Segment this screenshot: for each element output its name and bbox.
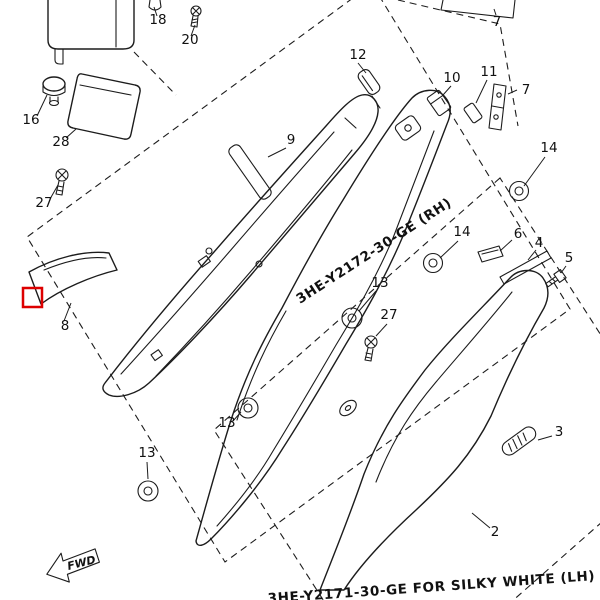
lh-assembly-code: 3HE-Y2171-30-GE FOR SILKY WHITE (LH) [267, 568, 595, 600]
plate-part10 [426, 89, 452, 117]
part-label-7-right: 7 [522, 82, 531, 98]
cover-tab-lower [150, 349, 163, 362]
bracket-part7-right [488, 83, 507, 131]
part-label-5: 5 [565, 250, 574, 266]
emblem-part3 [501, 426, 537, 456]
grommet-part14-a [508, 180, 530, 202]
leader-line [493, 8, 497, 16]
part-label-7-top: 7 [493, 14, 502, 30]
part-label-6: 6 [514, 226, 523, 242]
cover-slot-inner [344, 404, 352, 412]
bracket-part7-top [440, 0, 516, 19]
part-label-14-a: 14 [540, 140, 557, 156]
leader-line [49, 184, 59, 200]
part-labels: 18 20 16 28 27 12 9 10 11 7 7 14 14 6 4 … [22, 12, 573, 540]
leader-line [153, 6, 158, 17]
boundary-connector [133, 51, 177, 96]
leader-line [358, 290, 377, 312]
leader-line [190, 24, 196, 37]
leader-line [560, 265, 567, 274]
cover-tab [197, 255, 211, 268]
middle-side-cover [195, 89, 451, 546]
fwd-arrow-outline [46, 548, 100, 583]
cap-part16 [42, 76, 66, 107]
cover-pin-2 [255, 260, 263, 268]
leader-line [523, 156, 546, 187]
part-label-12: 12 [349, 47, 366, 63]
fwd-arrow: FWD [46, 548, 100, 583]
part-label-3: 3 [555, 424, 564, 440]
part-label-10: 10 [443, 70, 460, 86]
screw-part27-left [55, 168, 69, 196]
leader-line [357, 62, 367, 74]
fwd-label: FWD [66, 553, 97, 573]
leader-line [475, 79, 488, 104]
leader-line [267, 147, 287, 158]
part-label-18: 18 [149, 12, 166, 28]
leader-line [507, 89, 518, 95]
grommet-part13-a [341, 307, 363, 329]
bolt-part5 [545, 269, 567, 288]
part-label-14-b: 14 [453, 224, 470, 240]
part-label-20: 20 [181, 32, 198, 48]
grommet-part13-b [237, 397, 259, 419]
damper-link-line [371, 95, 381, 109]
screw-part20 [190, 5, 202, 28]
lh-side-cover [319, 269, 549, 591]
grommet-part14-b [422, 252, 444, 274]
cover-pin [205, 247, 213, 255]
part-label-13-b: 13 [218, 415, 235, 431]
leader-line [442, 85, 452, 96]
wedge-part8 [28, 251, 118, 305]
screw-part27-mid [364, 335, 378, 362]
leader-line [439, 240, 459, 259]
part-label-9: 9 [287, 132, 296, 148]
part-label-13-c: 13 [138, 445, 155, 461]
cover-slot [339, 399, 357, 417]
part-label-27-left: 27 [35, 195, 52, 211]
part-label-28: 28 [52, 134, 69, 150]
reservoir-tank [47, 0, 135, 65]
leader-line [146, 461, 149, 480]
clip-part6 [477, 245, 504, 263]
part-label-13-a: 13 [371, 275, 388, 291]
latch-knob [394, 115, 422, 141]
part-label-27-mid: 27 [380, 307, 397, 323]
leader-line [499, 239, 513, 252]
grommet-part13-c [137, 480, 159, 502]
part-label-16: 16 [22, 112, 39, 128]
pad-part28 [67, 73, 141, 140]
leader-line [471, 512, 491, 529]
leader-lines [36, 6, 567, 529]
leader-line [36, 94, 48, 117]
leader-line [232, 411, 242, 422]
leader-line [375, 323, 388, 337]
boundary-lh-group [213, 177, 600, 600]
left-side-cover [102, 94, 379, 398]
leader-line [65, 128, 77, 139]
leader-line [63, 302, 72, 322]
leader-line [527, 249, 537, 261]
stay-part9 [228, 144, 272, 200]
boundary-rh-group [26, 0, 571, 563]
stay-part4 [499, 250, 552, 285]
highlight-box[interactable] [21, 286, 44, 309]
part-label-2: 2 [491, 524, 500, 540]
leader-line [537, 435, 553, 441]
part-label-11: 11 [480, 64, 497, 80]
part-label-4: 4 [535, 235, 544, 251]
damper-part12 [357, 69, 381, 95]
plate-part11 [463, 102, 483, 124]
part-label-8: 8 [61, 318, 70, 334]
